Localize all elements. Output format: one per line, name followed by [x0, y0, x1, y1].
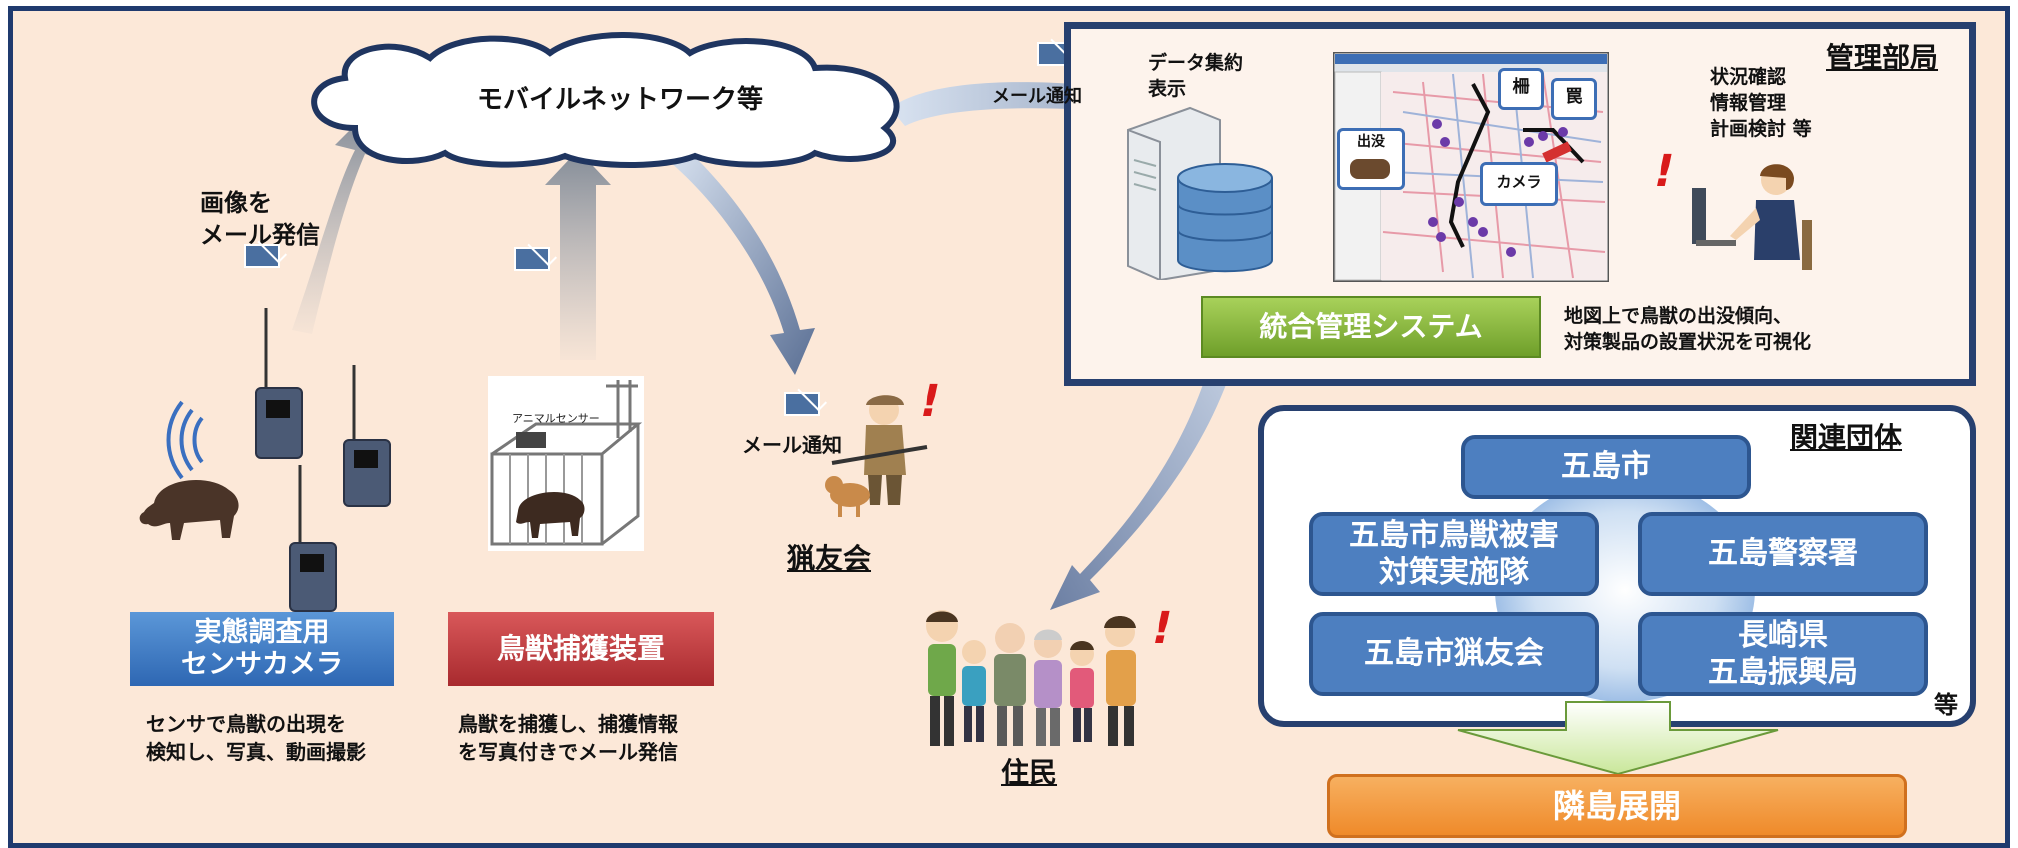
management-mail-notice: メール通知: [992, 86, 1082, 107]
map-callout-trap: 罠: [1551, 78, 1597, 120]
camera-to-cloud-arrow: [292, 110, 382, 334]
sensor-camera-label-line2: センサカメラ: [181, 649, 343, 680]
server-database-icon: [1127, 106, 1273, 280]
map-callout-appear: 出没: [1337, 128, 1405, 190]
org-wildlife-damage-team: 五島市鳥獣被害 対策実施隊: [1309, 512, 1599, 596]
boar-photo: [1350, 159, 1390, 179]
island-expansion-label: 隣島展開: [1552, 786, 1681, 825]
cloud-to-management-arrow: [890, 82, 1362, 152]
camera-desc-line2: 検知し、写真、動画撮影: [146, 740, 366, 764]
capture-device-label: 鳥獣捕獲装置: [496, 632, 665, 666]
map-callout-fence-label: 柵: [1512, 77, 1530, 97]
map-callout-camera-label: カメラ: [1496, 173, 1542, 191]
cage-sign-label: アニマルセンサー: [512, 412, 600, 425]
mail-envelope-icon: [784, 392, 820, 416]
camera-desc-line1: センサで鳥獣の出現を: [146, 712, 346, 736]
integrated-management-system-label: 統合管理システム: [1201, 296, 1541, 358]
sensor-cameras: [166, 308, 391, 612]
map-callout-fence: 柵: [1498, 68, 1544, 110]
capture-desc-line2: を写真付きでメール発信: [458, 740, 678, 764]
org-goto-promotion-bureau: 長崎県 五島振興局: [1638, 612, 1928, 696]
cage-trap-icon: [488, 376, 644, 551]
management-desc-line2: 対策製品の設置状況を可視化: [1564, 331, 1812, 353]
camera-icon: [289, 465, 337, 612]
residents-icon: [926, 610, 1136, 746]
hunter-with-dog-icon: [825, 395, 928, 517]
sensor-camera-label-box: 実態調査用 センサカメラ: [130, 612, 394, 686]
map-callout-appear-label: 出没: [1357, 134, 1385, 150]
map-callout-trap-label: 罠: [1565, 87, 1583, 107]
sensor-camera-label-line1: 実態調査用: [194, 616, 330, 648]
management-task-1: 状況確認: [1710, 66, 1787, 88]
management-desc-line1: 地図上で鳥獣の出没傾向、: [1564, 305, 1793, 327]
camera-icon: [255, 308, 303, 459]
capture-desc-line1: 鳥獣を捕獲し、捕獲情報: [458, 712, 678, 736]
related-title: 関連団体: [1790, 421, 1903, 454]
org-goto-hunters-club: 五島市猟友会: [1309, 612, 1599, 696]
data-aggregate-line1: データ集約: [1148, 52, 1244, 74]
camera-icon: [343, 365, 391, 507]
related-etc: 等: [1934, 691, 1958, 719]
management-task-2: 情報管理: [1710, 92, 1787, 114]
org-wildlife-damage-team-line1: 五島市鳥獣被害: [1349, 517, 1559, 553]
hunter-label: 猟友会: [787, 542, 872, 575]
map-callout-camera: カメラ: [1480, 162, 1558, 206]
capture-device-label-box: 鳥獣捕獲装置: [448, 612, 714, 686]
org-goto-promotion-bureau-line2: 五島振興局: [1708, 655, 1858, 690]
expansion-arrow: [1457, 701, 1779, 776]
management-task-3: 計画検討 等: [1710, 118, 1812, 140]
cloud-label: モバイルネットワーク等: [476, 85, 763, 115]
radio-wave-icon: [166, 400, 204, 480]
mail-envelope-icon: [514, 247, 550, 271]
island-expansion-box: 隣島展開: [1327, 774, 1907, 838]
hunter-mail-notice: メール通知: [742, 433, 842, 457]
org-goto-police-label: 五島警察署: [1708, 536, 1858, 572]
data-aggregate-line2: 表示: [1148, 78, 1187, 100]
org-goto-promotion-bureau-line1: 長崎県: [1738, 617, 1828, 653]
org-goto-city-label: 五島市: [1561, 449, 1651, 485]
cloud-shape: [311, 32, 900, 168]
org-goto-city: 五島市: [1461, 435, 1751, 499]
org-wildlife-damage-team-line2: 対策実施隊: [1379, 555, 1529, 590]
database-icon: [1177, 163, 1273, 273]
system-label-text: 統合管理システム: [1259, 310, 1483, 344]
management-title: 管理部局: [1826, 41, 1939, 74]
operator-at-computer-icon: [1692, 164, 1812, 270]
org-goto-police: 五島警察署: [1638, 512, 1928, 596]
camera-mail-line1: 画像を: [200, 189, 272, 217]
residents-label: 住民: [1001, 756, 1058, 789]
boar-icon: [139, 480, 239, 540]
org-goto-hunters-club-label: 五島市猟友会: [1364, 636, 1544, 672]
device-to-cloud-arrow: [545, 150, 611, 360]
cloud-to-hunter-arrow: [670, 150, 815, 375]
mail-envelope-icon: [244, 244, 280, 268]
